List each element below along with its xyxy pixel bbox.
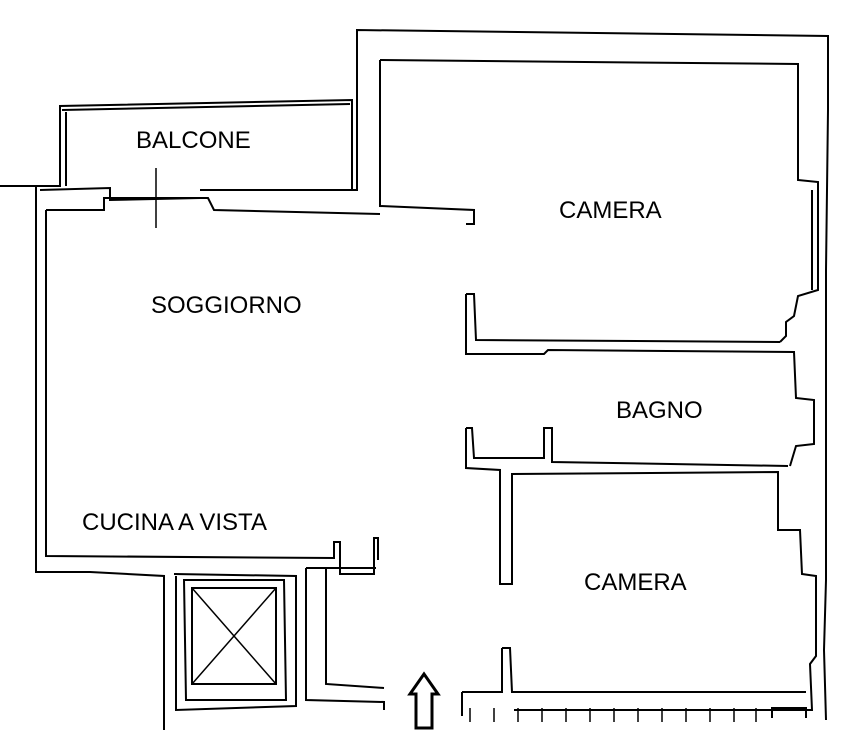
elevator-shaft-icon — [191, 587, 277, 685]
room-label-bagno: BAGNO — [616, 397, 703, 424]
room-label-cucina: CUCINA A VISTA — [82, 509, 267, 536]
entrance-arrow-icon — [407, 671, 441, 730]
room-label-balcone: BALCONE — [136, 127, 251, 154]
room-label-soggiorno: SOGGIORNO — [151, 292, 302, 319]
room-label-camera-top: CAMERA — [559, 197, 662, 224]
core-walls — [173, 567, 385, 712]
outer-walls — [0, 28, 829, 730]
bottom-railing — [469, 707, 807, 722]
room-label-camera-bottom: CAMERA — [584, 569, 687, 596]
interior-walls — [461, 293, 817, 716]
